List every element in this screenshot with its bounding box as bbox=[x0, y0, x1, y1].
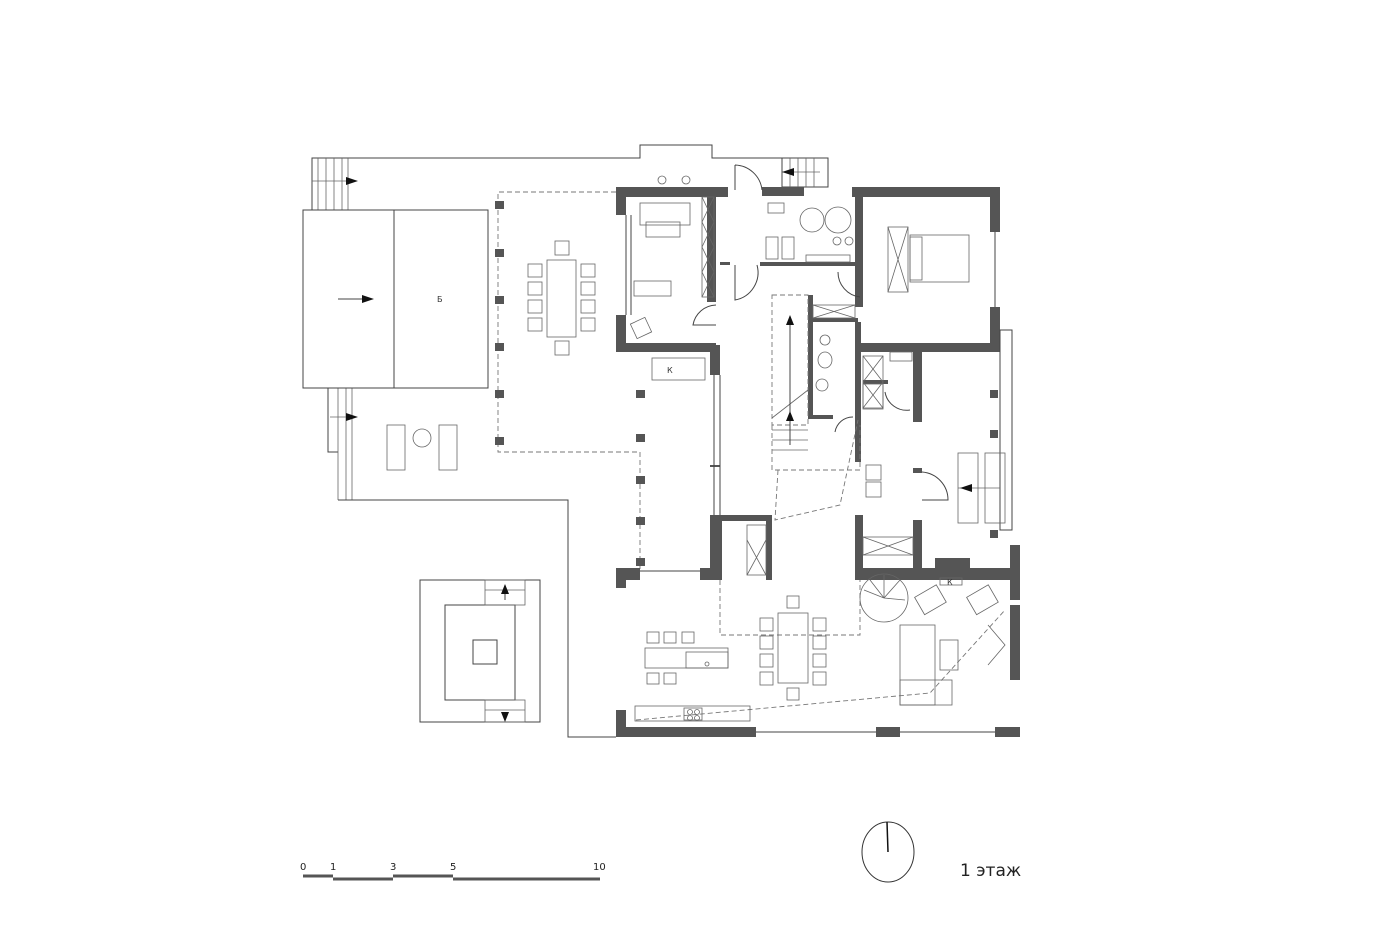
scale-tick-10: 10 bbox=[593, 862, 606, 873]
bed bbox=[887, 226, 970, 293]
living-kitchenette-label: К bbox=[947, 578, 953, 587]
windows bbox=[625, 215, 1013, 733]
walls bbox=[616, 187, 1020, 737]
kitchenette-label: К bbox=[667, 366, 673, 375]
doors bbox=[692, 164, 949, 501]
spa-furniture bbox=[765, 202, 854, 263]
scale-tick-0: 0 bbox=[300, 862, 306, 873]
main-staircase bbox=[771, 294, 856, 451]
scale-tick-3: 3 bbox=[390, 862, 396, 873]
study-furniture: К bbox=[629, 175, 715, 381]
floor-label: 1 этаж bbox=[960, 861, 1021, 881]
sun-loungers bbox=[386, 424, 458, 471]
scale-tick-5: 5 bbox=[450, 862, 456, 873]
circulation-lines bbox=[635, 419, 1006, 721]
pergola bbox=[495, 191, 645, 570]
living-furniture: К bbox=[859, 573, 1006, 706]
outdoor-dining-table bbox=[527, 240, 596, 356]
pool: Б bbox=[302, 209, 489, 389]
north-arrow-icon bbox=[861, 821, 915, 883]
scale-tick-1: 1 bbox=[330, 862, 336, 873]
fire-pit bbox=[419, 579, 541, 723]
scale-bar: 0 1 3 5 10 bbox=[300, 862, 606, 881]
terrace-outline bbox=[311, 144, 829, 738]
wardrobes bbox=[746, 351, 914, 576]
pool-label: Б bbox=[437, 295, 443, 304]
kitchen-island bbox=[634, 631, 751, 722]
dining-table bbox=[759, 595, 827, 701]
